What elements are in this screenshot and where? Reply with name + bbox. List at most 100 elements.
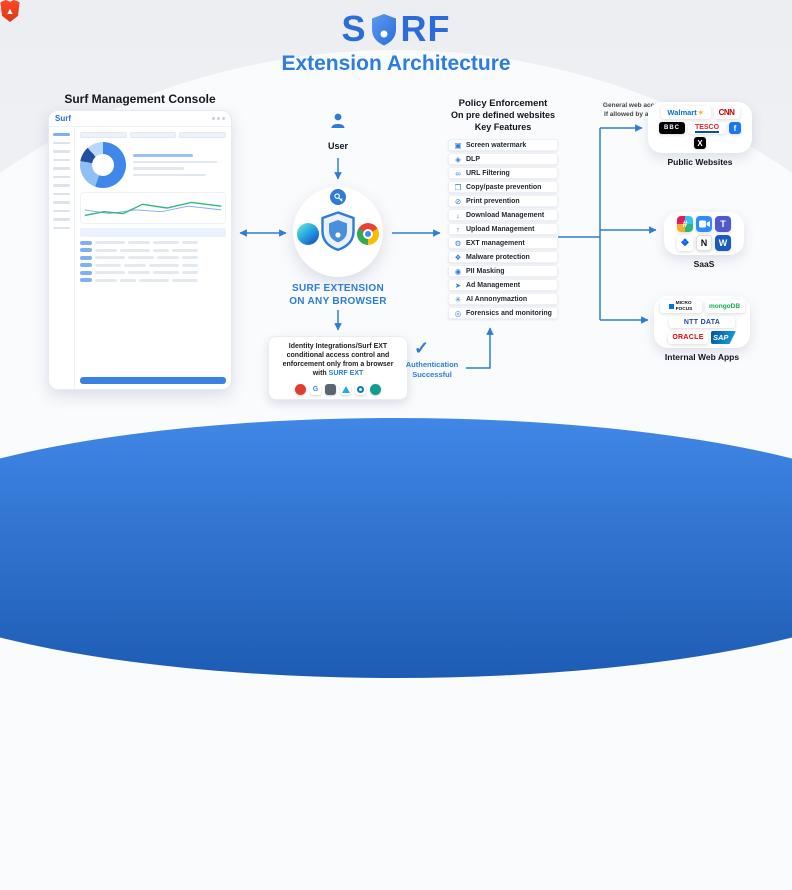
user-icon xyxy=(331,113,345,128)
feature-item: ❖Malware protection xyxy=(448,251,558,263)
word-icon: W xyxy=(715,235,731,251)
user-label: User xyxy=(327,141,348,151)
table-row xyxy=(80,255,226,260)
feature-item: ✳AI Annonymaztion xyxy=(448,293,558,305)
console-table xyxy=(80,228,226,373)
oracle-logo: ORACLE xyxy=(668,331,708,344)
identity-integration-box: Identity Integrations/Surf EXT condition… xyxy=(268,336,408,400)
malware-icon: ❖ xyxy=(454,252,462,262)
page-title: Extension Architecture xyxy=(281,52,511,75)
table-row xyxy=(80,270,226,275)
saas-group: # T ❖ N W SaaS xyxy=(664,212,744,269)
table-row xyxy=(80,240,226,245)
edge-browser-icon xyxy=(297,223,319,245)
key-badge-icon xyxy=(330,189,346,205)
feature-list: ▣Screen watermark ◈DLP ∞URL Filtering ❐C… xyxy=(448,139,558,319)
extension-icon: ⚙ xyxy=(454,238,462,248)
dropbox-icon: ❖ xyxy=(677,235,693,251)
brave-browser-icon: ▲ xyxy=(0,0,20,22)
teams-icon: T xyxy=(715,216,731,232)
extension-label: SURF EXTENSION ON ANY BROWSER xyxy=(289,283,387,307)
pii-mask-icon: ◉ xyxy=(454,266,462,276)
logo-letter-s: S xyxy=(341,8,367,49)
logo-letters-rf: RF xyxy=(400,8,451,49)
feature-item: ◉PII Masking xyxy=(448,265,558,277)
console-line-chart xyxy=(80,192,226,224)
table-row xyxy=(80,263,226,267)
zoom-icon xyxy=(696,216,712,232)
saas-logos: # T ❖ N W xyxy=(664,212,744,255)
public-websites-logos: Walmart✶ CNN BBC TESCO f X xyxy=(648,102,752,153)
dlp-icon: ◈ xyxy=(455,154,461,164)
feature-item: ▣Screen watermark xyxy=(448,139,558,151)
bbc-logo: BBC xyxy=(659,122,685,134)
notion-icon: N xyxy=(696,235,712,251)
management-console-screenshot: Surf xyxy=(48,110,232,390)
feature-item: ⊘Print prevention xyxy=(448,195,558,207)
public-websites-label: Public Websites xyxy=(667,157,733,167)
watermark-icon: ▣ xyxy=(454,140,462,150)
surf-logo-shield-icon xyxy=(371,13,396,45)
identity-text: Identity Integrations/Surf EXT condition… xyxy=(282,343,394,378)
footer-wave xyxy=(0,418,792,678)
console-topbar: Surf xyxy=(49,111,231,127)
okta-icon xyxy=(355,384,366,395)
console-chart-legend xyxy=(133,154,226,176)
download-icon: ↓ xyxy=(456,210,460,220)
upload-icon: ↑ xyxy=(456,224,460,234)
feature-item: ◎Forensics and monitoring xyxy=(448,307,558,319)
idp-logo-teal xyxy=(370,384,381,395)
table-row xyxy=(80,278,226,282)
architecture-diagram: S RF Extension Architecture Surf Managem… xyxy=(0,0,792,678)
console-topbar-icons xyxy=(212,117,225,120)
general-access-note: General web access If allowed by admin xyxy=(602,102,666,119)
google-icon: G xyxy=(310,384,321,395)
cnn-logo: CNN xyxy=(713,106,740,119)
idp-logo-red xyxy=(295,384,306,395)
x-logo: X xyxy=(694,137,706,149)
nttdata-logo: NTT DATA xyxy=(669,316,735,328)
facebook-logo: f xyxy=(729,122,741,134)
tesco-logo: TESCO xyxy=(688,122,726,134)
print-icon: ⊘ xyxy=(454,196,462,206)
forensics-icon: ◎ xyxy=(454,308,462,318)
table-row xyxy=(80,248,226,252)
console-logo: Surf xyxy=(55,114,71,123)
feature-item: ⚙EXT management xyxy=(448,237,558,249)
mongodb-logo: mongoDB xyxy=(704,300,745,313)
surf-logo: S RF xyxy=(0,8,792,50)
features-heading: Policy Enforcement On pre defined websit… xyxy=(450,98,556,133)
public-websites-group: Walmart✶ CNN BBC TESCO f X Public Websit… xyxy=(648,102,752,167)
feature-item: ➤Ad Management xyxy=(448,279,558,291)
console-donut-chart xyxy=(80,142,126,188)
url-filter-icon: ∞ xyxy=(455,168,461,178)
feature-item: ↓Download Management xyxy=(448,209,558,221)
saas-label: SaaS xyxy=(693,259,715,269)
feature-item: ∞URL Filtering xyxy=(448,167,558,179)
console-footer-bar xyxy=(80,377,226,384)
internal-web-apps-label: Internal Web Apps xyxy=(664,352,740,362)
copy-paste-icon: ❐ xyxy=(454,182,462,192)
ai-anonymization-icon: ✳ xyxy=(454,294,462,304)
azure-ad-icon xyxy=(340,384,351,395)
surf-shield-icon xyxy=(321,211,355,251)
feature-item: ↑Upload Management xyxy=(448,223,558,235)
console-sidebar xyxy=(49,127,75,389)
idp-logo-gray xyxy=(325,384,336,395)
sap-logo: SAP xyxy=(711,331,736,344)
walmart-logo: Walmart✶ xyxy=(660,106,711,119)
feature-item: ❐Copy/paste prevention xyxy=(448,181,558,193)
console-title: Surf Management Console xyxy=(64,92,216,106)
chrome-browser-icon xyxy=(357,223,379,245)
checkmark-icon: ✓ xyxy=(414,338,430,358)
ad-icon: ➤ xyxy=(454,280,462,290)
auth-successful-label: Authentication Successful xyxy=(405,360,459,379)
console-stat-cards xyxy=(80,132,227,138)
identity-provider-logos: G xyxy=(275,384,401,395)
slack-icon: # xyxy=(677,216,693,232)
console-main xyxy=(75,127,231,389)
feature-item: ◈DLP xyxy=(448,153,558,165)
